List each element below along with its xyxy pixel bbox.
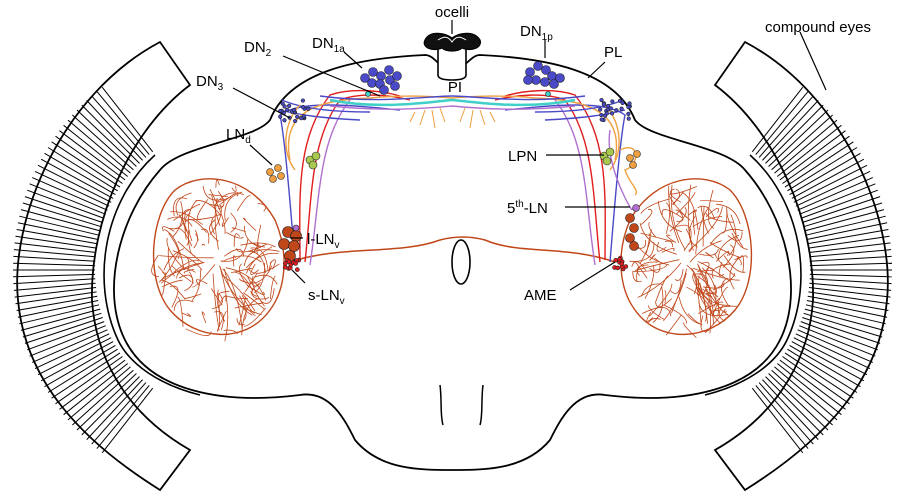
dn3-cell-body bbox=[281, 102, 285, 106]
dn1a-cell-body bbox=[393, 72, 402, 81]
s-lnv-cell-body bbox=[616, 266, 620, 270]
s-lnv-cell-body bbox=[620, 262, 624, 266]
dn3-cell-body bbox=[618, 99, 622, 103]
dn3-cell-body bbox=[606, 104, 610, 108]
s-lnv-cell-body bbox=[288, 266, 292, 270]
dn3-cell-body bbox=[295, 115, 299, 119]
s-lnv-cell-body bbox=[283, 262, 287, 266]
dn3-cell-body bbox=[627, 112, 631, 116]
lpn-cell-body bbox=[312, 152, 320, 160]
dn1p-cell-body bbox=[532, 76, 541, 85]
dn3-cell-body bbox=[302, 114, 306, 118]
s-lnv-cell-body bbox=[614, 258, 618, 262]
dn1p-cell-body bbox=[524, 76, 533, 85]
dn3-cell-body bbox=[627, 105, 631, 109]
lpn-cell-body bbox=[606, 148, 614, 156]
s-lnv-cell-body bbox=[287, 260, 291, 264]
dn1p-cell-body bbox=[541, 78, 550, 87]
label-compound-eyes: compound eyes bbox=[765, 19, 871, 36]
dn3-cell-body bbox=[602, 103, 606, 107]
dn1a-cell-body bbox=[377, 72, 386, 81]
esophagus-foramen bbox=[452, 240, 470, 284]
l-lnv-cell-body bbox=[630, 224, 639, 233]
dn3-cell-body bbox=[598, 108, 602, 112]
dn3-cell-body bbox=[301, 99, 305, 103]
l-lnv-cell-body bbox=[279, 239, 290, 250]
brain-outline bbox=[104, 55, 801, 470]
dn3-cell-body bbox=[600, 98, 604, 102]
lnd-cell-body bbox=[630, 162, 637, 169]
dn1p-cell-body bbox=[534, 62, 543, 71]
l-lnv-cell-body bbox=[289, 241, 300, 252]
lnd-cell-body bbox=[278, 173, 285, 180]
label-pi: PI bbox=[448, 79, 462, 96]
dn3-cell-body bbox=[301, 105, 305, 109]
label-pl: PL bbox=[604, 44, 622, 61]
l-lnv-cell-body bbox=[626, 214, 635, 223]
s-lnv-cell-body bbox=[295, 268, 299, 272]
dn1p-cell-body bbox=[526, 68, 535, 77]
dn1a-cell-body bbox=[368, 79, 377, 88]
label-dn2: DN2 bbox=[244, 39, 272, 59]
dn3-cell-body bbox=[307, 107, 311, 111]
l-lnv-cell-body bbox=[291, 231, 302, 242]
dn1a-cell-body bbox=[391, 82, 400, 91]
dn3-cell-body bbox=[287, 104, 291, 108]
dn3-cell-body bbox=[278, 115, 282, 119]
fifth-ln-cell-body bbox=[633, 205, 640, 212]
dn3-cell-body bbox=[615, 108, 619, 112]
lnd-cell-body bbox=[270, 176, 277, 183]
dn3-cell-body bbox=[283, 118, 287, 122]
dn3-cell-body bbox=[292, 108, 296, 112]
l-lnv-cell-body bbox=[630, 242, 639, 251]
lnd-cell-body bbox=[634, 151, 641, 158]
label-ocelli: ocelli bbox=[435, 4, 469, 21]
dn1a-cell-body bbox=[369, 68, 378, 77]
lnd-cell-body bbox=[627, 155, 634, 162]
dn3-cell-body bbox=[600, 118, 604, 122]
label-5th-ln: 5th-LN bbox=[507, 199, 548, 217]
lpn-cell-body bbox=[603, 157, 611, 165]
dn1p-cell-body bbox=[556, 74, 565, 83]
dn3-cell-body bbox=[628, 102, 632, 106]
dn3-cell-body bbox=[293, 119, 297, 123]
dn3-cell-body bbox=[620, 107, 624, 111]
dn3-cell-body bbox=[610, 111, 614, 115]
dn1a-cell-body bbox=[385, 66, 394, 75]
label-lpn: LPN bbox=[508, 148, 537, 165]
label-dn1p: DN1p bbox=[520, 23, 553, 43]
dn3-cell-body bbox=[627, 117, 631, 121]
dn3-cell-body bbox=[611, 100, 615, 104]
dn3-cell-body bbox=[285, 108, 289, 112]
dn1a-cell-body bbox=[380, 86, 389, 95]
lnd-cell-body bbox=[267, 169, 274, 176]
label-dn3: DN3 bbox=[196, 73, 224, 93]
label-dn1a: DN1a bbox=[312, 35, 345, 55]
dn3-cell-body bbox=[599, 113, 603, 117]
label-ame: AME bbox=[524, 287, 557, 304]
dn3-cell-body bbox=[603, 114, 607, 118]
lpn-cell-body bbox=[309, 161, 317, 169]
fifth-ln-cell-body bbox=[293, 225, 299, 231]
lnd-cell-body bbox=[275, 165, 282, 172]
dn2-cell-body bbox=[546, 92, 551, 97]
s-lnv-cell-body bbox=[294, 261, 298, 265]
l-lnv-cell-body bbox=[626, 234, 635, 243]
